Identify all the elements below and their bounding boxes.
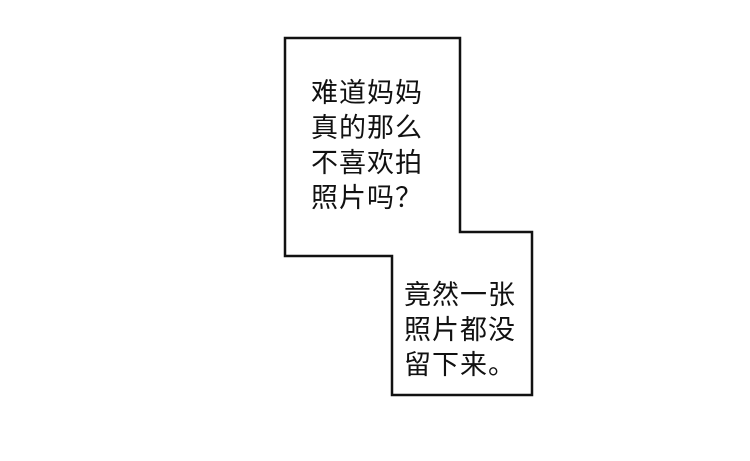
caption-line: 真的那么 <box>311 113 423 144</box>
caption-line: 竟然一张 <box>404 280 516 311</box>
caption-line: 照片吗？ <box>311 183 423 214</box>
caption-line: 照片都没 <box>404 315 516 346</box>
caption-line: 难道妈妈 <box>311 78 423 109</box>
caption-line: 不喜欢拍 <box>311 148 423 179</box>
caption-line: 留下来。 <box>404 350 516 381</box>
speech-box-border <box>283 36 534 397</box>
caption-upper: 难道妈妈 真的那么 不喜欢拍 照片吗？ <box>311 76 423 216</box>
caption-lower: 竟然一张 照片都没 留下来。 <box>404 278 516 383</box>
